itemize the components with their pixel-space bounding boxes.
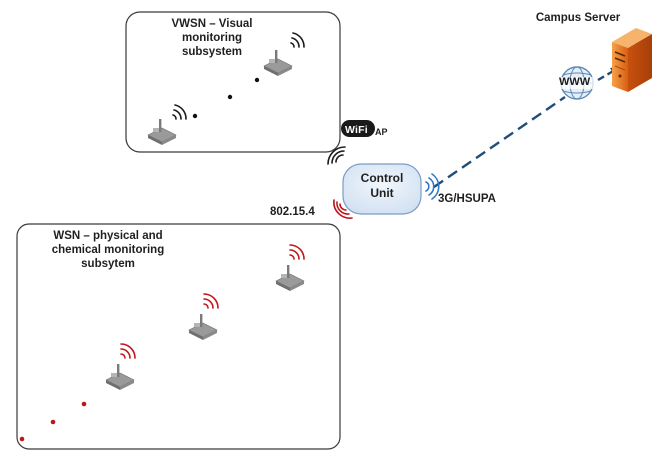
wireless-signal-icon [203, 293, 219, 309]
vwsn-ellipsis-dot [254, 77, 260, 83]
sensor-node-icon [188, 314, 218, 340]
wifi-ap-icon [341, 120, 375, 137]
www-label: WWW [559, 76, 591, 88]
vwsn-ellipsis-dot [227, 94, 233, 100]
control-unit-label: Control Unit [360, 171, 404, 200]
control-unit-box [342, 163, 422, 215]
sensor-node-icon [275, 265, 305, 291]
sensor-node-icon [147, 119, 177, 145]
cellular-link-label: 3G/HSUPA [438, 193, 496, 205]
vwsn-ellipsis-dot [192, 113, 198, 119]
wsn-boundary-box [16, 223, 341, 450]
wsn-ellipsis-dot [50, 419, 56, 425]
wsn-ellipsis-dot [81, 401, 87, 407]
cellular-signal-icon [425, 173, 440, 200]
wifi-signal-icon [327, 146, 346, 165]
vwsn-boundary-box [125, 11, 341, 153]
wsn-ellipsis-dot [19, 436, 25, 442]
campus-server-label: Campus Server [535, 12, 621, 24]
wifi-logo-text: WiFi [345, 124, 368, 136]
wireless-signal-icon [172, 104, 187, 120]
sensor-node-icon [105, 364, 135, 390]
server-tower-icon [612, 28, 652, 92]
sensor-node-icon [263, 50, 293, 76]
wireless-signal-icon [290, 32, 305, 48]
vwsn-subsystem-label: VWSN – Visual monitoring subsystem [171, 18, 253, 58]
zigbee-signal-icon [333, 199, 353, 219]
wireless-signal-icon [289, 244, 305, 260]
access-point-label: AP [375, 127, 388, 137]
internet-link-line [433, 96, 566, 188]
globe-www-icon [557, 66, 597, 100]
zigbee-link-label: 802.15.4 [270, 206, 315, 218]
wireless-signal-icon [120, 343, 136, 359]
wsn-subsystem-label: WSN – physical and chemical monitoring s… [51, 230, 165, 270]
